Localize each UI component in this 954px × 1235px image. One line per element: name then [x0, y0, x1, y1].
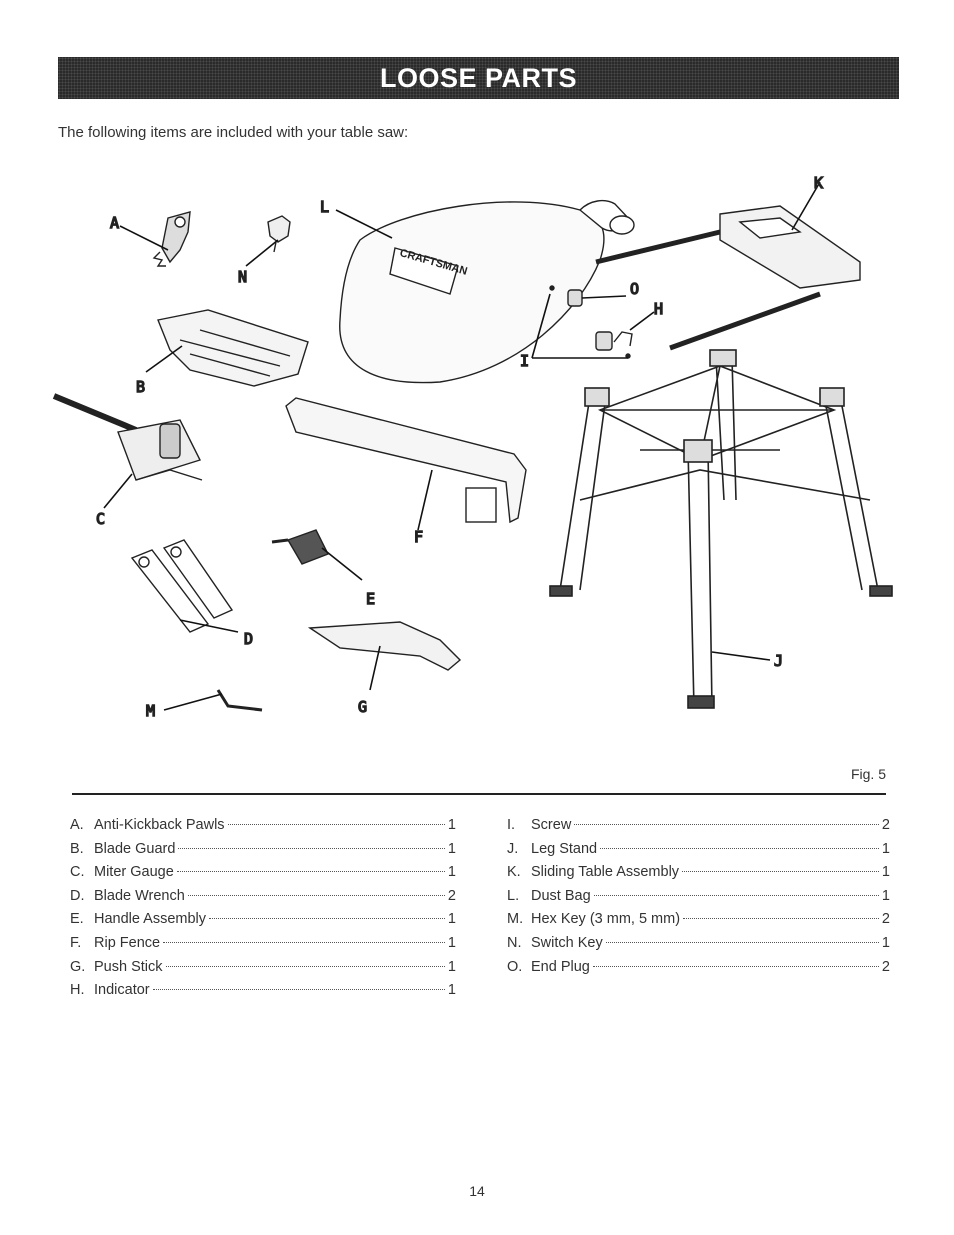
callout-j: J	[774, 652, 783, 670]
blade-guard-drawing	[157, 309, 309, 387]
page-number: 14	[469, 1183, 485, 1199]
callout-f: F	[414, 528, 423, 546]
anti-kickback-pawls-drawing	[152, 211, 191, 267]
sliding-table-drawing	[595, 205, 861, 351]
callout-m: M	[146, 702, 155, 720]
rip-fence-drawing	[285, 397, 527, 524]
callout-a: A	[110, 214, 119, 232]
callout-o: O	[630, 280, 639, 298]
intro-text: The following items are included with yo…	[58, 124, 409, 141]
callout-g: G	[358, 698, 367, 716]
parts-illustration: CRAFTSMAN	[40, 170, 920, 730]
handle-assembly-drawing	[271, 529, 329, 565]
hex-key-drawing	[216, 689, 263, 712]
callout-k: K	[814, 174, 823, 192]
callout-h: H	[654, 300, 663, 318]
section-title: LOOSE PARTS	[379, 62, 578, 93]
callout-d: D	[244, 630, 253, 648]
leg-stand-drawing	[549, 349, 893, 709]
callout-n: N	[238, 268, 247, 286]
divider	[72, 793, 886, 795]
list-item: M.Hex Key (3 mm, 5 mm)2	[507, 911, 890, 928]
callout-e: E	[366, 590, 375, 608]
callout-c: C	[96, 510, 105, 528]
push-stick-drawing	[307, 621, 462, 671]
callout-i: I	[520, 352, 529, 370]
callout-l: L	[320, 198, 329, 216]
switch-key-drawing	[267, 215, 291, 253]
miter-gauge-drawing	[52, 393, 203, 481]
figure-caption: Fig. 5	[850, 766, 886, 782]
section-title-banner: LOOSE PARTS	[58, 57, 899, 99]
small-parts-drawing	[549, 285, 633, 359]
blade-wrench-drawing	[130, 539, 234, 633]
callout-b: B	[136, 378, 145, 396]
dust-bag-drawing: CRAFTSMAN	[339, 199, 635, 384]
callout-leaders	[103, 181, 821, 711]
